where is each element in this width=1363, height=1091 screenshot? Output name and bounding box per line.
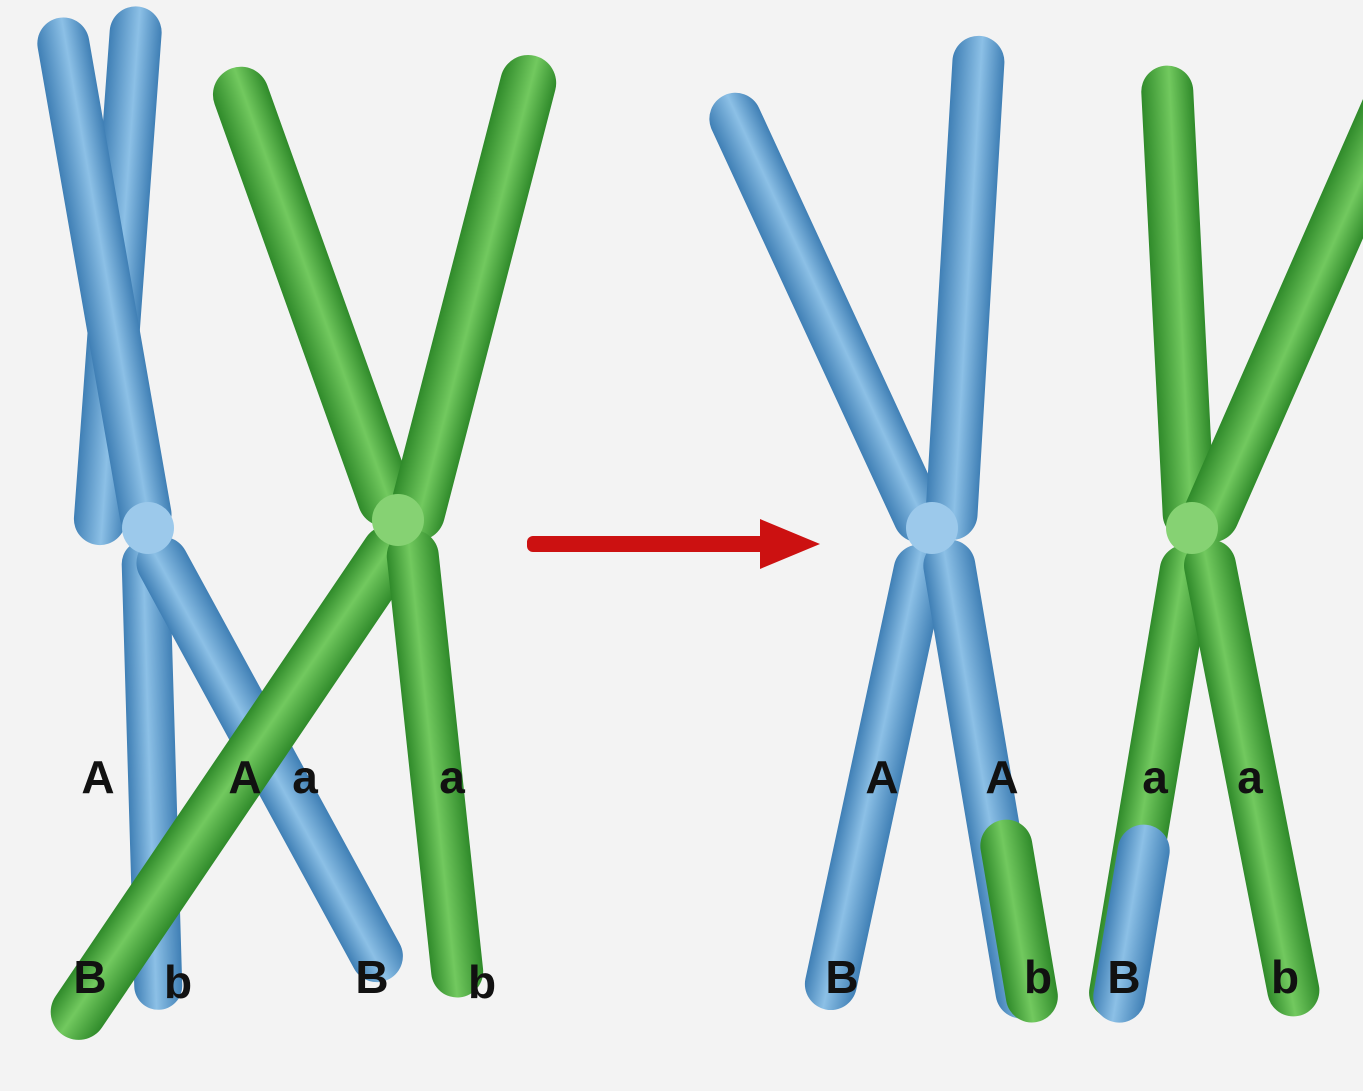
gene-label: B [73, 951, 106, 1003]
gene-label: a [1142, 751, 1168, 803]
gene-label: b [1024, 951, 1052, 1003]
gene-label: A [228, 751, 261, 803]
centromere [372, 494, 424, 546]
gene-label: B [355, 951, 388, 1003]
gene-label: B [825, 951, 858, 1003]
gene-label: b [164, 956, 192, 1008]
gene-label: A [865, 751, 898, 803]
arrow-shaft [527, 536, 767, 552]
gene-label: A [985, 751, 1018, 803]
gene-label: b [1271, 951, 1299, 1003]
gene-label: a [1237, 751, 1263, 803]
gene-label: a [292, 751, 318, 803]
centromere [1166, 502, 1218, 554]
gene-label: B [1107, 951, 1140, 1003]
centromere [906, 502, 958, 554]
gene-label: b [468, 956, 496, 1008]
gene-label: a [439, 751, 465, 803]
centromere [122, 502, 174, 554]
gene-label: A [81, 751, 114, 803]
